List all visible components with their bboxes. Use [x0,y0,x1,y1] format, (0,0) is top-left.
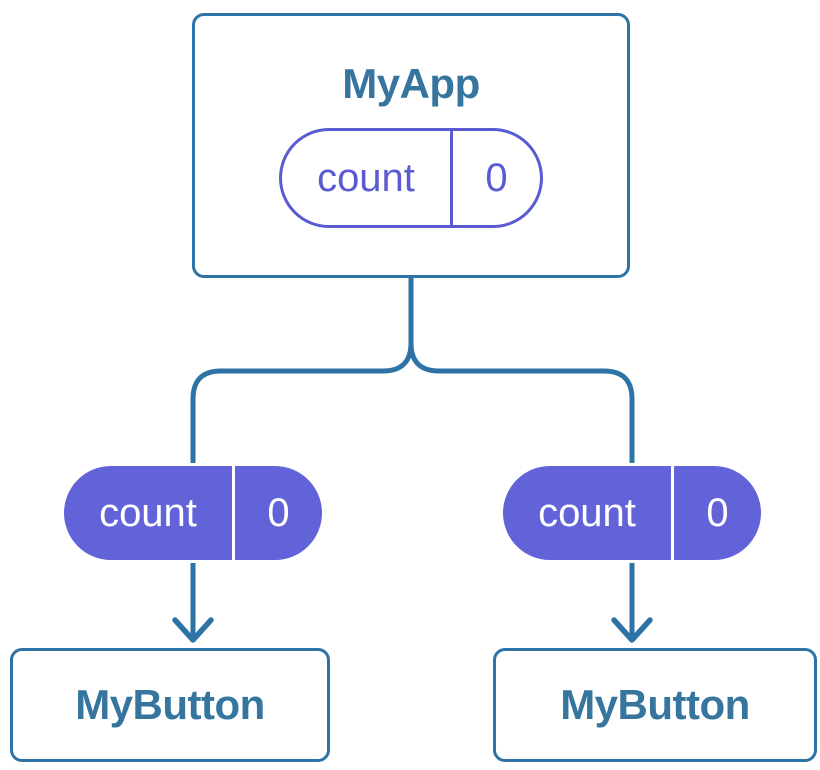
prop-pill-left: count 0 [61,463,325,563]
prop-pill-label: count [99,491,197,535]
state-pill-myapp: count 0 [279,128,543,229]
pill-divider [232,466,235,560]
arrowhead-left-icon [172,617,214,643]
node-mybutton-right-title: MyButton [560,680,750,728]
arrowhead-right-icon [611,617,653,643]
node-myapp-title: MyApp [342,60,480,107]
state-pill-label: count [317,156,415,201]
pill-divider [450,131,453,226]
branch-right-path [408,340,635,641]
prop-pill-value: 0 [706,491,729,535]
node-mybutton-left-title: MyButton [75,680,265,728]
prop-pill-right: count 0 [500,463,764,563]
pill-divider [671,466,674,560]
prop-pill-value: 0 [267,491,290,535]
state-pill-value: 0 [485,156,508,201]
branch-left-path [190,274,414,641]
node-myapp: MyApp count 0 [192,13,630,278]
prop-pill-label: count [538,491,636,535]
node-mybutton-left: MyButton [10,648,330,762]
node-mybutton-right: MyButton [493,648,817,762]
